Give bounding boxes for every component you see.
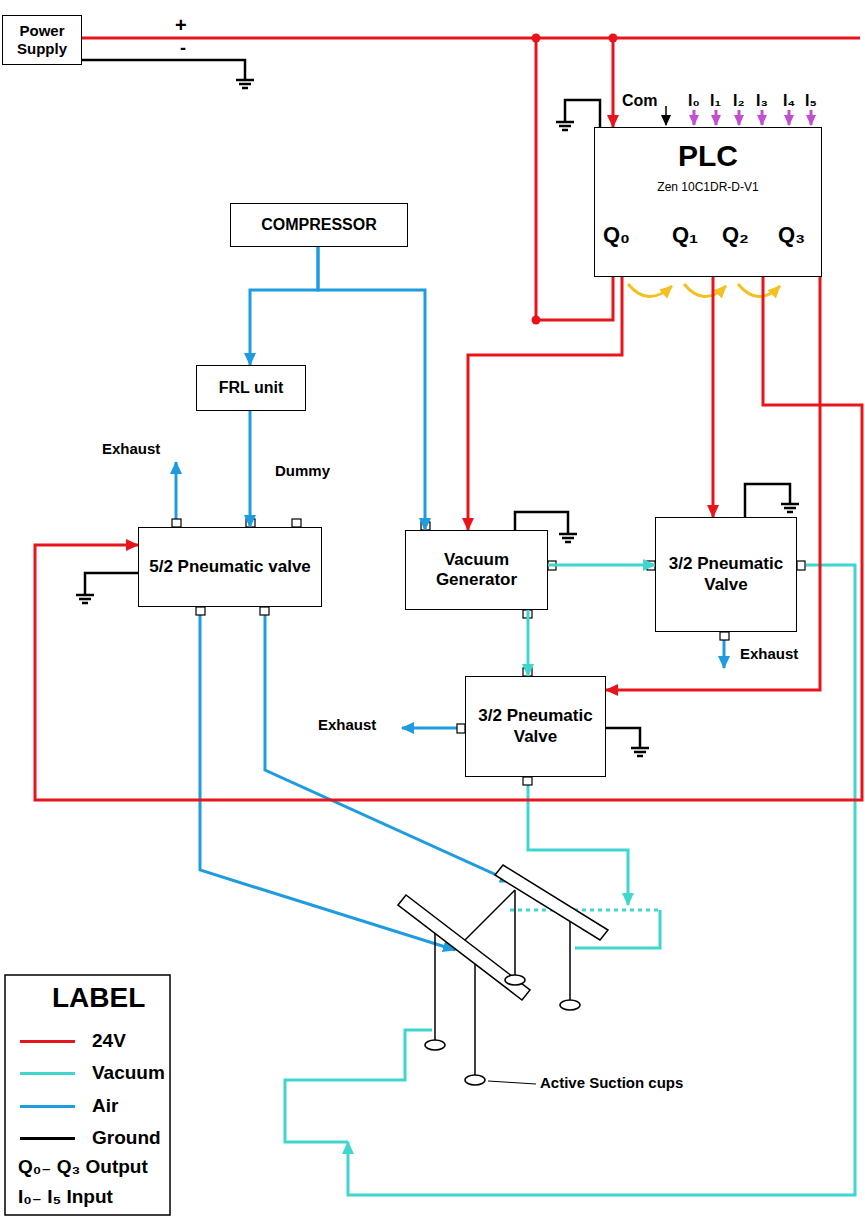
pin-name: Q₁	[672, 222, 698, 247]
box-title: 3/2 Pneumatic Valve	[471, 706, 600, 747]
legend-swatch	[20, 1105, 75, 1108]
ground-symbol	[631, 738, 649, 756]
connector	[82, 38, 613, 127]
ground-symbol	[236, 70, 254, 88]
connector	[548, 564, 655, 567]
legend-swatch	[20, 1137, 75, 1140]
suction-frame	[398, 865, 608, 1085]
legend-text: Q₀₋ Q₃ Output	[18, 1156, 148, 1178]
legend-frame	[5, 975, 170, 1215]
pin-name: Q₃	[778, 222, 805, 247]
output-relay-arcs	[628, 284, 780, 297]
connector	[35, 277, 862, 800]
pin-name: Com	[622, 92, 658, 110]
annotation-label: +	[175, 14, 187, 37]
input-arrows	[694, 110, 811, 125]
ground-symbol	[76, 585, 94, 603]
legend-text: 24V	[92, 1030, 126, 1052]
box-title: COMPRESSOR	[261, 215, 377, 234]
box-title: 5/2 Pneumatic valve	[149, 557, 311, 577]
ground-wires	[82, 60, 790, 738]
pin-name: I₀	[688, 92, 700, 110]
pin-name: Q₀	[603, 222, 630, 247]
connector	[250, 247, 318, 365]
connector	[712, 277, 715, 517]
component-box: FRL unit	[196, 365, 306, 411]
annotation-label: LABEL	[52, 982, 145, 1014]
connector	[527, 610, 530, 676]
annotation-label: -	[180, 38, 186, 59]
pin-name: Q₂	[722, 222, 749, 247]
annotation-label: Exhaust	[318, 716, 376, 733]
component-box: 5/2 Pneumatic valve	[138, 527, 322, 607]
pin-name: I₄	[783, 92, 795, 110]
legend-text: Air	[92, 1095, 118, 1117]
annotation-label: Active Suction cups	[540, 1074, 683, 1091]
component-box: Power Supply	[2, 15, 82, 65]
power-wires	[536, 38, 860, 320]
legend-swatch	[20, 1040, 75, 1043]
box-subtitle: Zen 10C1DR-D-V1	[657, 180, 758, 194]
vacuum-lines	[285, 565, 855, 1195]
ground-symbol	[559, 524, 577, 542]
plc-box: PLC Zen 10C1DR-D-V1	[594, 127, 822, 277]
connector	[468, 277, 622, 530]
box-title: Power Supply	[8, 22, 76, 58]
component-box: 3/2 Pneumatic Valve	[655, 517, 797, 632]
pin-name: I₃	[756, 92, 768, 110]
legend-swatch	[20, 1072, 75, 1075]
legend-text: Ground	[92, 1127, 161, 1149]
junction-dot	[532, 316, 541, 325]
pin-name: I₂	[733, 92, 745, 110]
legend-text: Vacuum	[92, 1062, 165, 1084]
connector	[318, 247, 425, 530]
connector	[249, 411, 252, 527]
box-title: 3/2 Pneumatic Valve	[661, 554, 791, 595]
ground-symbol	[781, 494, 799, 512]
pin-name: I₁	[710, 92, 721, 110]
box-title: PLC	[678, 138, 738, 174]
box-title: Vacuum Generator	[411, 550, 542, 591]
pin-name: I₅	[805, 92, 817, 110]
legend-text: I₀₋ I₅ Input	[18, 1186, 113, 1208]
annotation-label: Exhaust	[740, 645, 798, 662]
component-box: Vacuum Generator	[405, 530, 548, 610]
component-box: COMPRESSOR	[230, 203, 408, 247]
component-box: 3/2 Pneumatic Valve	[465, 676, 606, 777]
connector	[606, 277, 820, 690]
box-title: FRL unit	[219, 378, 284, 397]
annotation-label: Dummy	[275, 462, 330, 479]
ground-symbol	[556, 112, 574, 130]
annotation-label: Exhaust	[102, 440, 160, 457]
air-lines	[176, 462, 724, 950]
